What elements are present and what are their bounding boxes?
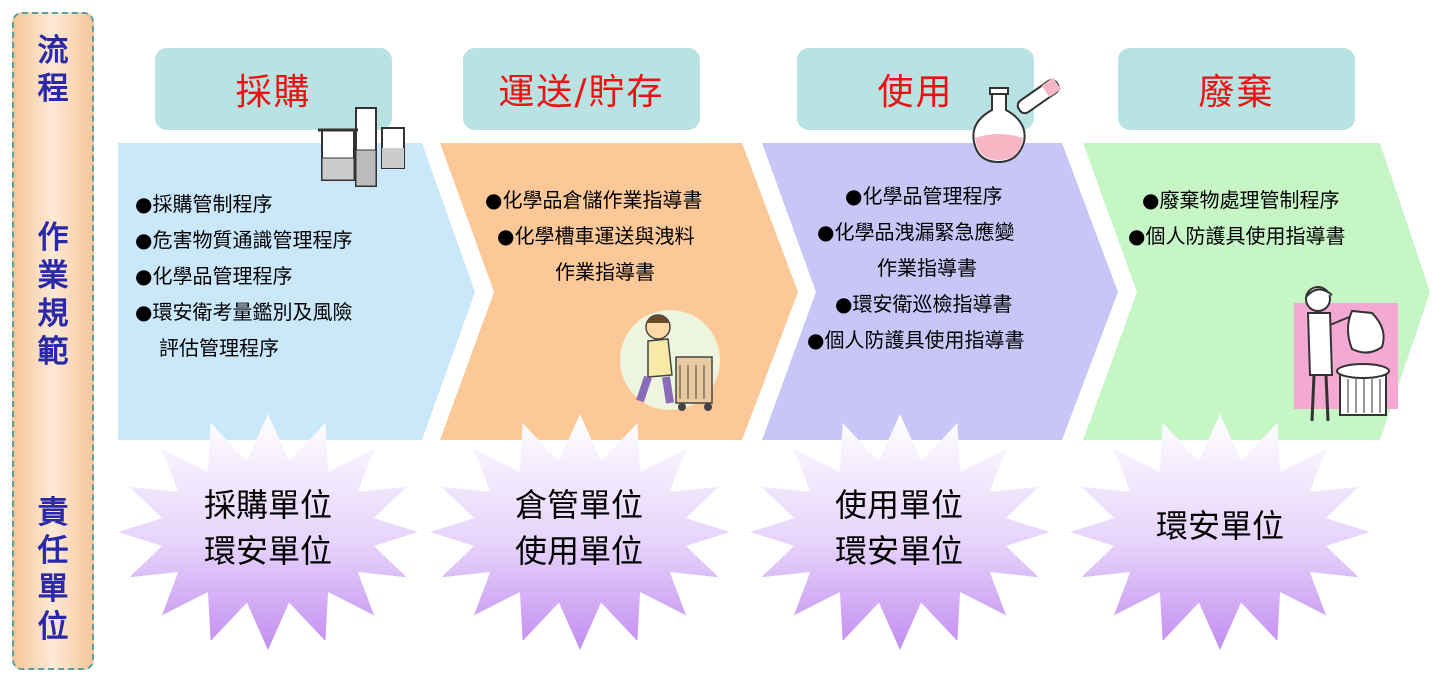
side-char: 責 bbox=[37, 495, 69, 531]
procedure-item: ●環安衛巡檢指導書 bbox=[835, 292, 1013, 316]
unit-line: 環安單位 bbox=[834, 532, 963, 570]
side-char: 位 bbox=[37, 609, 69, 645]
side-char: 流 bbox=[37, 33, 69, 69]
unit-line: 採購單位 bbox=[203, 486, 332, 524]
procedure-item: ●環安衛考量鑑別及風險 bbox=[135, 300, 353, 324]
flask-test-tube-icon bbox=[972, 77, 1062, 164]
procedure-item: ●廢棄物處理管制程序 bbox=[1142, 188, 1340, 212]
procedure-item: ●化學品管理程序 bbox=[845, 184, 1003, 208]
procedure-list-use: ●化學品管理程序 ●化學品洩漏緊急應變 作業指導書 ●環安衛巡檢指導書 ●個人防… bbox=[807, 178, 1024, 358]
unit-line: 倉管單位 bbox=[514, 486, 643, 524]
procedure-item: ●危害物質通識管理程序 bbox=[135, 228, 353, 252]
responsible-units-transport-storage: 倉管單位 使用單位 bbox=[469, 482, 689, 574]
stage-tab-transport-storage: 運送/貯存 bbox=[463, 48, 700, 130]
procedure-item: ●化學槽車運送與洩料 bbox=[497, 224, 695, 248]
unit-line: 使用單位 bbox=[514, 532, 643, 570]
side-char: 作 bbox=[37, 220, 69, 256]
stage-tab-purchase: 採購 bbox=[155, 48, 392, 130]
side-label-norms: 作 業 規 範 bbox=[14, 219, 92, 371]
responsible-units-purchase: 採購單位 環安單位 bbox=[158, 482, 378, 574]
burst-transport-storage bbox=[430, 414, 730, 650]
procedure-item: ●個人防護具使用指導書 bbox=[1128, 224, 1346, 248]
side-char: 業 bbox=[37, 258, 69, 294]
side-char: 範 bbox=[37, 334, 69, 370]
beakers-icon bbox=[318, 107, 405, 187]
stage-title: 採購 bbox=[235, 72, 312, 113]
procedure-list-purchase: ●採購管制程序 ●危害物質通識管理程序 ●化學品管理程序 ●環安衛考量鑑別及風險… bbox=[135, 186, 352, 366]
side-label-bar: 流 程 作 業 規 範 責 任 單 位 bbox=[12, 12, 94, 670]
side-char: 程 bbox=[37, 71, 69, 107]
trash-disposal-person-icon bbox=[1294, 286, 1398, 422]
stage-tab-disposal: 廢棄 bbox=[1118, 48, 1355, 130]
procedure-item: ●化學品管理程序 bbox=[135, 264, 293, 288]
responsible-units-disposal: 環安單位 bbox=[1110, 503, 1330, 549]
responsible-units-use: 使用單位 環安單位 bbox=[789, 482, 1009, 574]
burst-disposal bbox=[1070, 414, 1370, 650]
procedure-item-continuation: 作業指導書 bbox=[555, 260, 655, 284]
side-label-flow: 流 程 bbox=[14, 32, 92, 108]
stage-title: 廢棄 bbox=[1198, 72, 1275, 113]
stage-title: 運送/貯存 bbox=[498, 72, 665, 113]
burst-purchase bbox=[118, 414, 418, 650]
arrow-stage-1 bbox=[118, 143, 475, 440]
procedure-list-disposal: ●廢棄物處理管制程序 ●個人防護具使用指導書 bbox=[1128, 182, 1345, 254]
procedure-item: ●化學品倉儲作業指導書 bbox=[485, 188, 703, 212]
hand-truck-worker-icon bbox=[620, 310, 720, 411]
stage-title: 使用 bbox=[877, 72, 954, 113]
unit-line: 環安單位 bbox=[1155, 507, 1284, 545]
unit-line: 環安單位 bbox=[203, 532, 332, 570]
procedure-item-continuation: 評估管理程序 bbox=[159, 336, 279, 360]
procedure-list-transport-storage: ●化學品倉儲作業指導書 ●化學槽車運送與洩料 作業指導書 bbox=[485, 182, 702, 290]
procedure-item-continuation: 作業指導書 bbox=[877, 256, 977, 280]
procedure-item: ●個人防護具使用指導書 bbox=[807, 328, 1025, 352]
procedure-item: ●採購管制程序 bbox=[135, 192, 273, 216]
side-char: 任 bbox=[37, 533, 69, 569]
burst-use bbox=[750, 414, 1050, 650]
unit-line: 使用單位 bbox=[834, 486, 963, 524]
arrow-stage-3 bbox=[762, 143, 1118, 440]
procedure-item: ●化學品洩漏緊急應變 bbox=[817, 220, 1015, 244]
side-label-responsibility: 責 任 單 位 bbox=[14, 494, 92, 646]
side-char: 單 bbox=[37, 571, 69, 607]
side-char: 規 bbox=[37, 296, 69, 332]
